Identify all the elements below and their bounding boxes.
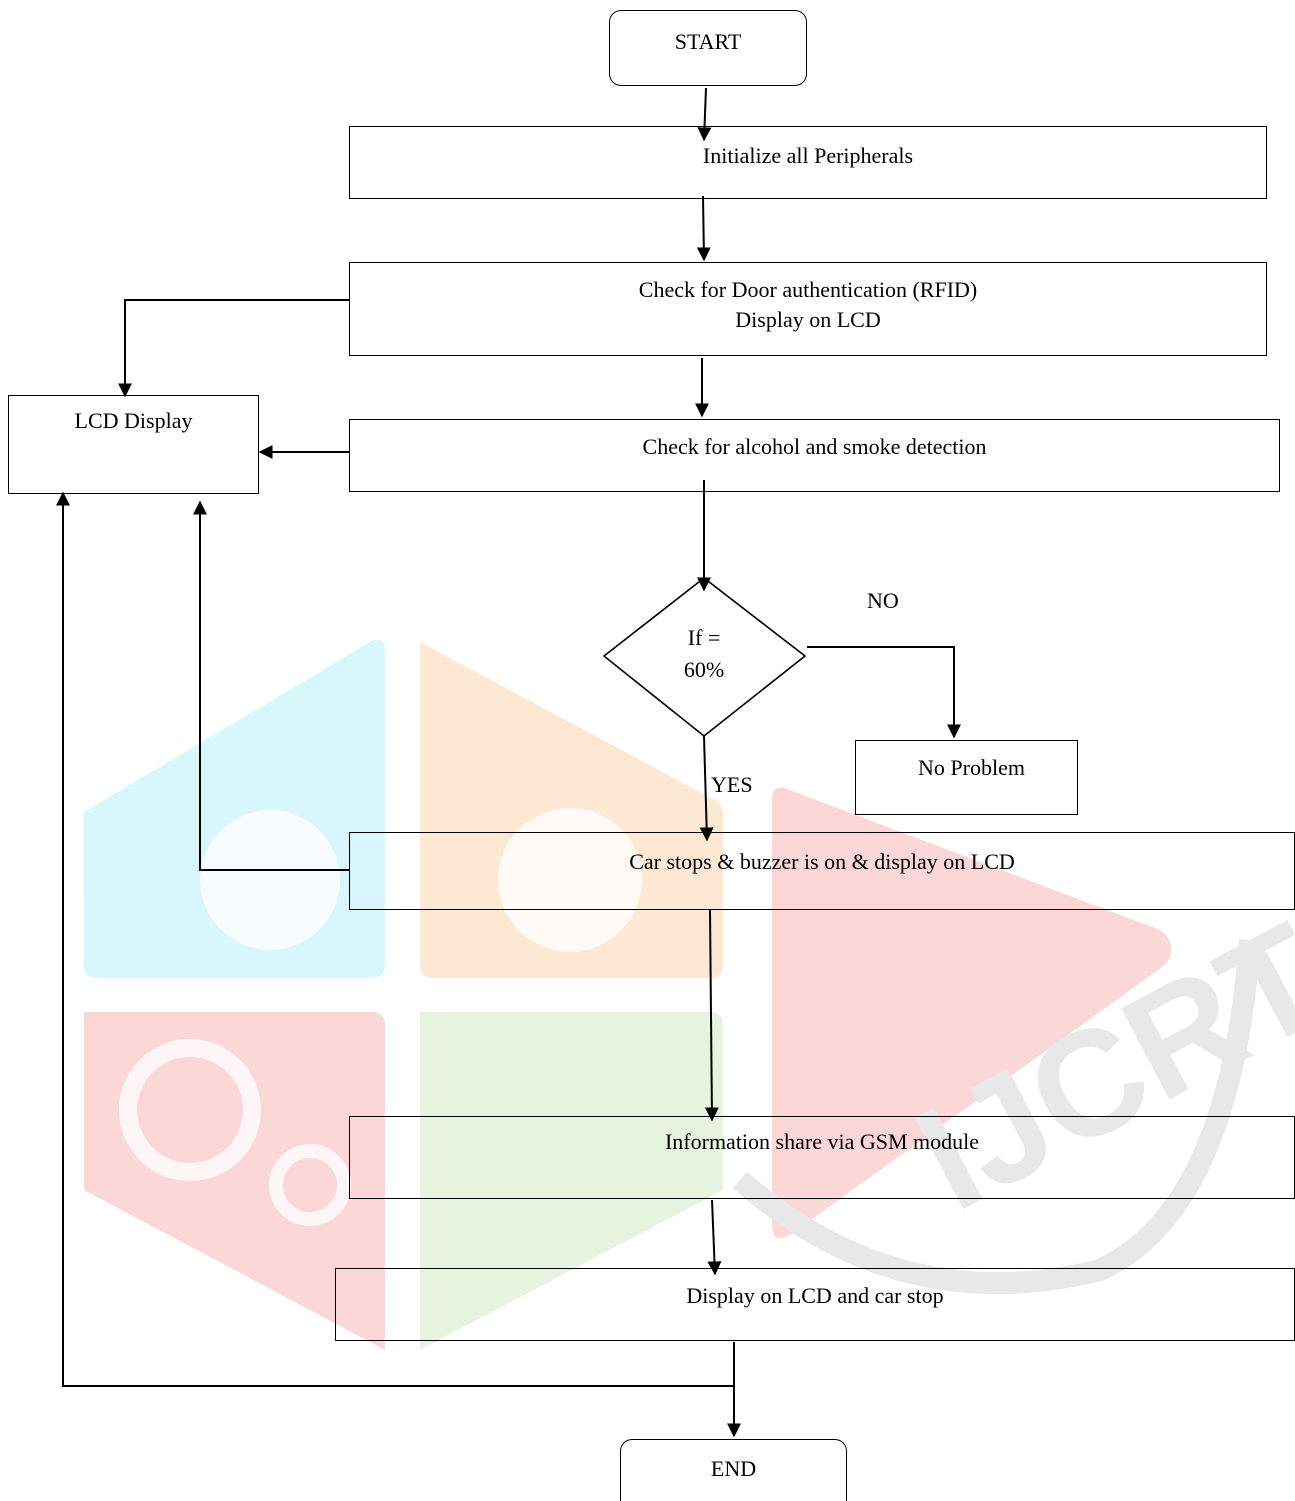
car-stops-label: Car stops & buzzer is on & display on LC… [629,849,1015,874]
door-check-line2: Display on LCD [735,307,881,332]
alcohol-check-label: Check for alcohol and smoke detection [642,434,987,459]
arrow-start-to-init [697,87,712,142]
display-stop-label: Display on LCD and car stop [686,1283,944,1308]
yes-branch-label: YES [711,772,753,797]
initialize-box: Initialize all Peripherals [349,126,1267,199]
door-check-box: Check for Door authentication (RFID) Dis… [349,262,1267,356]
arrow-decision-to-noproblem [807,646,961,739]
start-label: START [674,29,742,54]
watermark-gear-large [119,1039,261,1181]
arrow-door-to-lcd [118,299,349,398]
decision-line1: If = [687,625,721,650]
end-node: END [620,1439,847,1501]
arrow-carstops-to-gsm [704,909,719,1122]
gsm-box: Information share via GSM module [349,1116,1295,1199]
door-check-line1: Check for Door authentication (RFID) [638,277,978,302]
gsm-label: Information share via GSM module [664,1129,980,1154]
decision-diamond [602,576,807,738]
watermark-gray-arc [732,939,1261,1295]
alcohol-check-box: Check for alcohol and smoke detection [349,419,1280,492]
no-problem-label: No Problem [918,755,1025,780]
arrow-decision-to-carstops [699,735,714,842]
watermark-gear-small [269,1144,351,1226]
decision-line2: 60% [683,657,725,682]
watermark-red-panel-left [84,1012,385,1350]
watermark-green-panel [420,1012,723,1350]
arrow-init-to-door [696,195,711,262]
initialize-label: Initialize all Peripherals [702,143,914,168]
decision-text: If = 60% [644,622,764,686]
lcd-display-label: LCD Display [74,408,193,433]
arrow-carstops-to-lcd [193,500,349,871]
arrow-display-to-lcd [56,491,734,1387]
lcd-display-box: LCD Display [8,395,259,494]
watermark-red-play [772,787,1172,1239]
watermark-cloud [200,810,340,950]
display-stop-box: Display on LCD and car stop [335,1268,1295,1341]
watermark-bulb [498,808,642,952]
no-problem-box: No Problem [855,740,1078,815]
arrow-gsm-to-display [707,1199,722,1276]
car-stops-box: Car stops & buzzer is on & display on LC… [349,832,1295,910]
start-node: START [609,10,807,86]
end-label: END [710,1456,757,1481]
no-branch-label: NO [867,588,899,613]
